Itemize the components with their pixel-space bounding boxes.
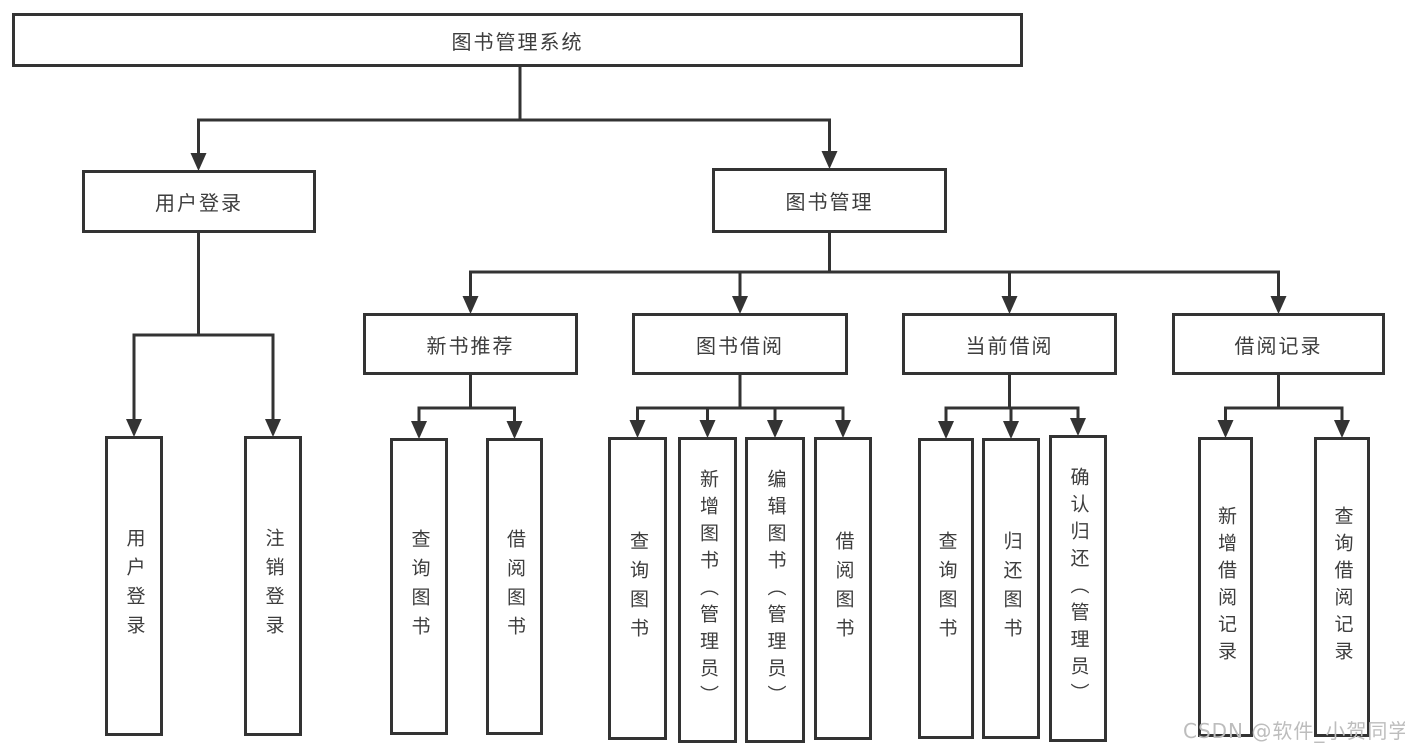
leaf-borrowing-borrow-books: 借阅图书 <box>814 437 872 740</box>
leaf-current-return-books-label: 归还图书 <box>1000 530 1023 647</box>
leaf-user-login: 用户登录 <box>105 436 163 736</box>
arrowhead-icon <box>190 153 207 171</box>
leaf-records-query-record-label: 查询借阅记录 <box>1331 506 1354 668</box>
arrowhead-icon <box>821 151 838 169</box>
node-borrowing-records: 借阅记录 <box>1172 313 1385 375</box>
leaf-borrowing-add-books-admin: 新增图书（管理员） <box>678 437 737 743</box>
arrowhead-icon <box>462 296 479 314</box>
connector-recommend-split <box>417 406 516 421</box>
node-library-system-label: 图书管理系统 <box>451 29 584 54</box>
arrowhead-icon <box>1334 420 1350 438</box>
leaf-recommend-query-books-label: 查询图书 <box>408 528 431 645</box>
watermark: CSDN @软件_小贺同学 <box>1183 719 1405 743</box>
arrowhead-icon <box>1001 296 1018 314</box>
node-user-login: 用户登录 <box>82 170 316 233</box>
leaf-records-query-record: 查询借阅记录 <box>1314 437 1370 737</box>
node-new-book-recommend: 新书推荐 <box>363 313 578 375</box>
arrowhead-icon <box>1217 420 1234 438</box>
leaf-borrowing-add-books-admin-label: 新增图书（管理员） <box>697 468 719 712</box>
connector-level1-split <box>197 118 831 153</box>
connector-borrowing-split <box>636 406 845 421</box>
node-current-borrowing: 当前借阅 <box>902 313 1117 375</box>
leaf-borrowing-query-books: 查询图书 <box>608 437 667 740</box>
arrowhead-icon <box>835 420 851 438</box>
leaf-current-confirm-return-admin: 确认归还（管理员） <box>1049 435 1107 742</box>
node-user-login-label: 用户登录 <box>155 191 243 215</box>
leaf-recommend-borrow-books-label: 借阅图书 <box>504 528 526 645</box>
arrowhead-icon <box>1070 418 1086 436</box>
arrowhead-icon <box>126 419 142 437</box>
leaf-records-add-record-label: 新增借阅记录 <box>1215 506 1237 668</box>
connector-level3-split <box>469 270 1280 296</box>
arrowhead-icon <box>1270 296 1287 314</box>
leaf-logout: 注销登录 <box>244 436 302 736</box>
leaf-logout-label: 注销登录 <box>262 528 285 644</box>
node-current-borrowing-label: 当前借阅 <box>965 333 1054 358</box>
leaf-current-confirm-return-admin-label: 确认归还（管理员） <box>1067 467 1090 710</box>
node-book-management-label: 图书管理 <box>785 190 874 214</box>
leaf-current-query-books-label: 查询图书 <box>935 530 958 647</box>
leaf-borrowing-edit-books-admin: 编辑图书（管理员） <box>745 437 805 743</box>
arrowhead-icon <box>699 420 716 438</box>
leaf-recommend-query-books: 查询图书 <box>390 438 448 735</box>
leaf-records-add-record: 新增借阅记录 <box>1198 437 1253 737</box>
node-book-management: 图书管理 <box>712 168 947 233</box>
leaf-current-return-books: 归还图书 <box>982 438 1040 739</box>
arrowhead-icon <box>938 421 954 439</box>
leaf-borrowing-borrow-books-label: 借阅图书 <box>832 530 855 647</box>
leaf-current-query-books: 查询图书 <box>918 438 974 739</box>
arrowhead-icon <box>506 421 523 439</box>
connector-user-login-split <box>132 333 275 419</box>
leaf-user-login-label: 用户登录 <box>123 528 146 644</box>
node-new-book-recommend-label: 新书推荐 <box>426 333 515 358</box>
arrowhead-icon <box>265 419 281 437</box>
arrowhead-icon <box>767 420 783 438</box>
arrowhead-icon <box>411 421 427 439</box>
connector-records-split <box>1224 406 1344 421</box>
arrowhead-icon <box>629 420 646 438</box>
node-book-borrowing-label: 图书借阅 <box>696 333 784 358</box>
node-borrowing-records-label: 借阅记录 <box>1234 333 1323 358</box>
leaf-recommend-borrow-books: 借阅图书 <box>486 438 543 735</box>
arrowhead-icon <box>732 296 748 314</box>
node-book-borrowing: 图书借阅 <box>632 313 848 375</box>
leaf-borrowing-query-books-label: 查询图书 <box>627 530 649 647</box>
leaf-borrowing-edit-books-admin-label: 编辑图书（管理员） <box>764 468 787 712</box>
arrowhead-icon <box>1003 421 1019 439</box>
node-library-system: 图书管理系统 <box>12 13 1023 67</box>
